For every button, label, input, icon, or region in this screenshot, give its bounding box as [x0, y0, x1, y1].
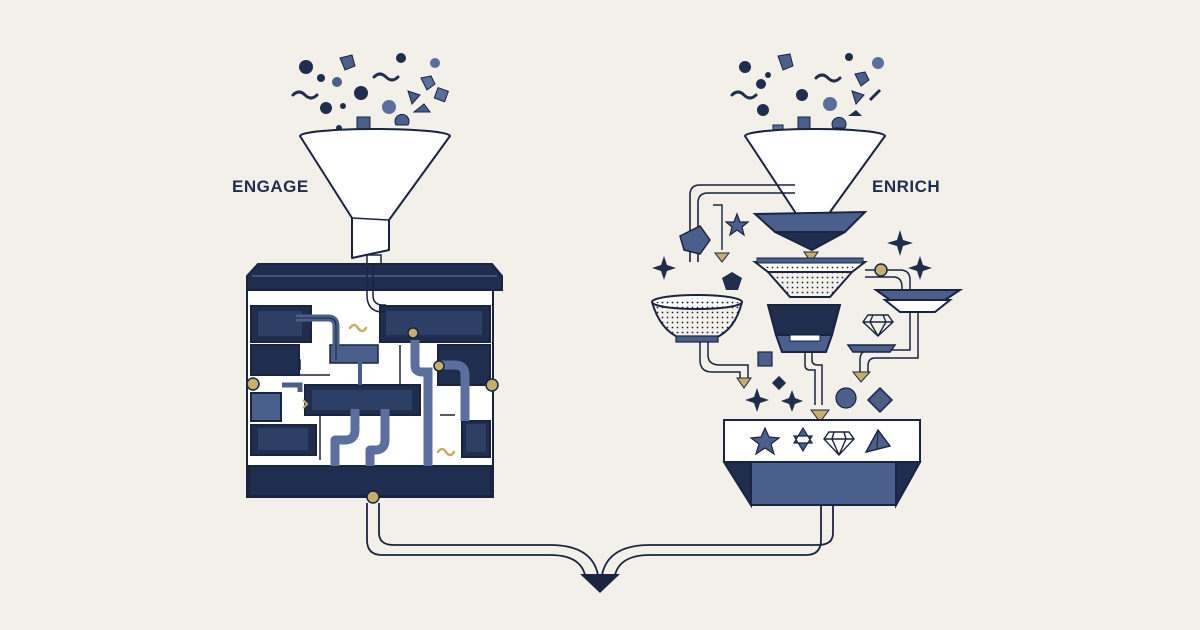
left-particles [291, 53, 449, 131]
square-icon [771, 375, 787, 391]
particle-icon [814, 73, 842, 83]
right-machine-icon [651, 184, 964, 423]
node-icon [485, 378, 499, 392]
node-icon [874, 263, 888, 277]
sparkle-icon [781, 390, 803, 412]
particle-icon [339, 54, 356, 71]
particle-icon [299, 60, 313, 74]
particle-icon [868, 88, 882, 102]
node-icon [366, 490, 380, 504]
star-icon [749, 426, 781, 456]
gem-icon [864, 428, 892, 454]
star-of-david-icon [792, 426, 814, 453]
particle-icon [430, 58, 440, 68]
particle-icon [831, 116, 847, 129]
node-icon [433, 360, 445, 372]
left-machine-icon [246, 263, 503, 504]
shape-icon [679, 225, 711, 255]
particle-icon [796, 89, 808, 101]
particle-icon [765, 72, 771, 78]
sparkle-icon [652, 256, 676, 280]
enrich-label: ENRICH [872, 177, 941, 196]
sparkle-icon [908, 256, 932, 280]
particle-icon [845, 53, 853, 61]
sparkle-icon [887, 230, 913, 256]
arrow-down-icon [580, 574, 620, 593]
particle-icon [317, 74, 325, 82]
particle-icon [872, 57, 884, 69]
particle-icon [777, 53, 794, 71]
diamond-shape-icon [866, 386, 894, 414]
particle-icon [394, 113, 410, 126]
particle-icon [433, 86, 449, 103]
left-funnel-icon [299, 128, 451, 268]
particle-icon [420, 75, 436, 91]
particle-icon [730, 90, 758, 100]
particle-icon [757, 104, 769, 116]
particle-icon [396, 53, 406, 63]
pentagon-icon [722, 272, 742, 290]
particle-icon [332, 77, 342, 87]
circle-icon [835, 387, 857, 409]
particle-icon [291, 90, 319, 100]
diamond-icon [823, 431, 855, 457]
square-icon [757, 351, 773, 367]
particle-icon [797, 116, 811, 130]
merge-pipes [366, 503, 834, 593]
particle-icon [823, 97, 837, 111]
particle-icon [354, 86, 368, 100]
node-icon [407, 327, 419, 339]
particle-icon [412, 103, 431, 113]
particle-icon [756, 79, 766, 89]
diamond-icon [862, 314, 894, 337]
particle-icon [407, 90, 421, 105]
star-icon [724, 212, 750, 237]
right-particles [730, 53, 884, 136]
sparkle-icon [745, 388, 769, 412]
engage-label: ENGAGE [232, 177, 309, 196]
particle-icon [320, 102, 332, 114]
gem-bin-icon [722, 419, 922, 509]
particle-icon [340, 103, 346, 109]
particle-icon [372, 72, 400, 82]
particle-icon [848, 110, 862, 116]
node-icon [246, 377, 260, 391]
particle-icon [854, 71, 870, 87]
particle-icon [851, 90, 865, 105]
particle-icon [739, 61, 751, 73]
particle-icon [382, 100, 396, 114]
